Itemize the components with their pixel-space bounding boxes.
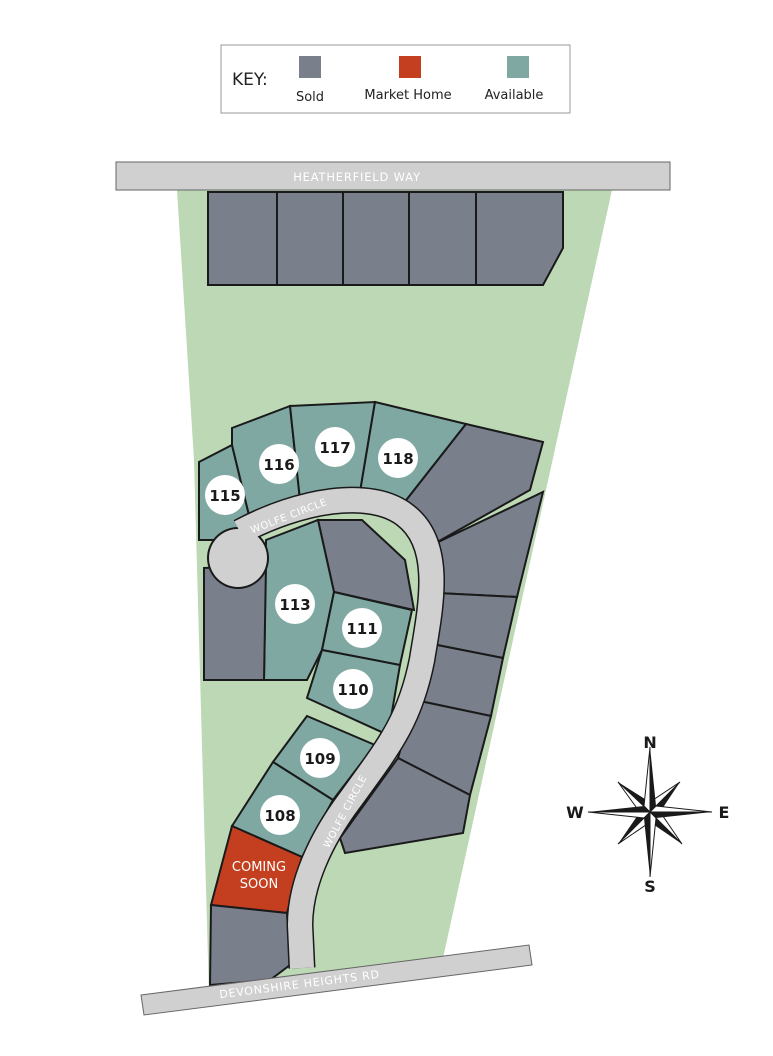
lot-sold-top-4[interactable] [408, 191, 477, 286]
compass-w: W [566, 803, 584, 822]
road-top [115, 161, 671, 191]
coming-soon-line2: SOON [240, 877, 278, 892]
lot-sold-bottom[interactable] [208, 903, 292, 987]
cul-de-sac [209, 529, 267, 587]
lot-118-number: 118 [382, 450, 413, 468]
wolfe-circle-pavement [234, 488, 444, 969]
lot-sold-top-1[interactable] [207, 191, 278, 286]
lot-113-number: 113 [279, 596, 310, 614]
road-label-heatherfield: HEATHERFIELD WAY [293, 170, 421, 184]
lot-116-marker[interactable] [259, 444, 299, 484]
lot-110-number: 110 [337, 681, 368, 699]
right-column-lots [338, 490, 545, 855]
lot-markers: 115 116 117 118 113 111 110 109 108 COMI… [205, 427, 418, 892]
lot-111-number: 111 [346, 620, 377, 638]
lot-108-number: 108 [264, 807, 295, 825]
lot-116-number: 116 [263, 456, 294, 474]
key-swatch-market-home [399, 56, 421, 78]
key-swatch-available [507, 56, 529, 78]
lot-117-number: 117 [319, 439, 350, 457]
lot-115-number: 115 [209, 487, 240, 505]
lot-113-marker[interactable] [275, 584, 315, 624]
wolfe-circle-road: WOLFE CIRCLE WOLFE CIRCLE [207, 486, 445, 969]
lot-109-number: 109 [304, 750, 335, 768]
lot-sold-top-3[interactable] [342, 191, 410, 286]
key-label-sold: Sold [296, 90, 324, 105]
compass-s: S [644, 877, 656, 896]
key-swatch-sold [299, 56, 321, 78]
compass-star-icon [587, 746, 713, 878]
key-label-available: Available [485, 88, 544, 103]
lot-111-marker[interactable] [342, 608, 382, 648]
key-title: KEY: [232, 70, 268, 90]
lot-sold-upper-right[interactable] [398, 422, 545, 547]
lot-109-marker[interactable] [300, 738, 340, 778]
map-key: KEY: Sold Market Home Available [220, 44, 571, 114]
compass-rose: N S E W [566, 733, 729, 896]
lot-118-marker[interactable] [378, 438, 418, 478]
lot-sold-right-5[interactable] [338, 756, 472, 855]
heatherfield-way-road: HEATHERFIELD WAY [115, 161, 671, 191]
lot-108-marker[interactable] [260, 795, 300, 835]
road-bottom [140, 944, 533, 1016]
lot-110-marker[interactable] [333, 669, 373, 709]
lot-sold-top-5[interactable] [475, 191, 564, 286]
compass-e: E [719, 803, 730, 822]
lot-117-marker[interactable] [315, 427, 355, 467]
lot-sold-top-2[interactable] [276, 191, 344, 286]
lot-115-marker[interactable] [205, 475, 245, 515]
compass-n: N [643, 733, 656, 752]
top-row-lots [207, 191, 564, 286]
coming-soon-line1: COMING [232, 860, 286, 875]
key-label-market-home: Market Home [364, 88, 451, 103]
